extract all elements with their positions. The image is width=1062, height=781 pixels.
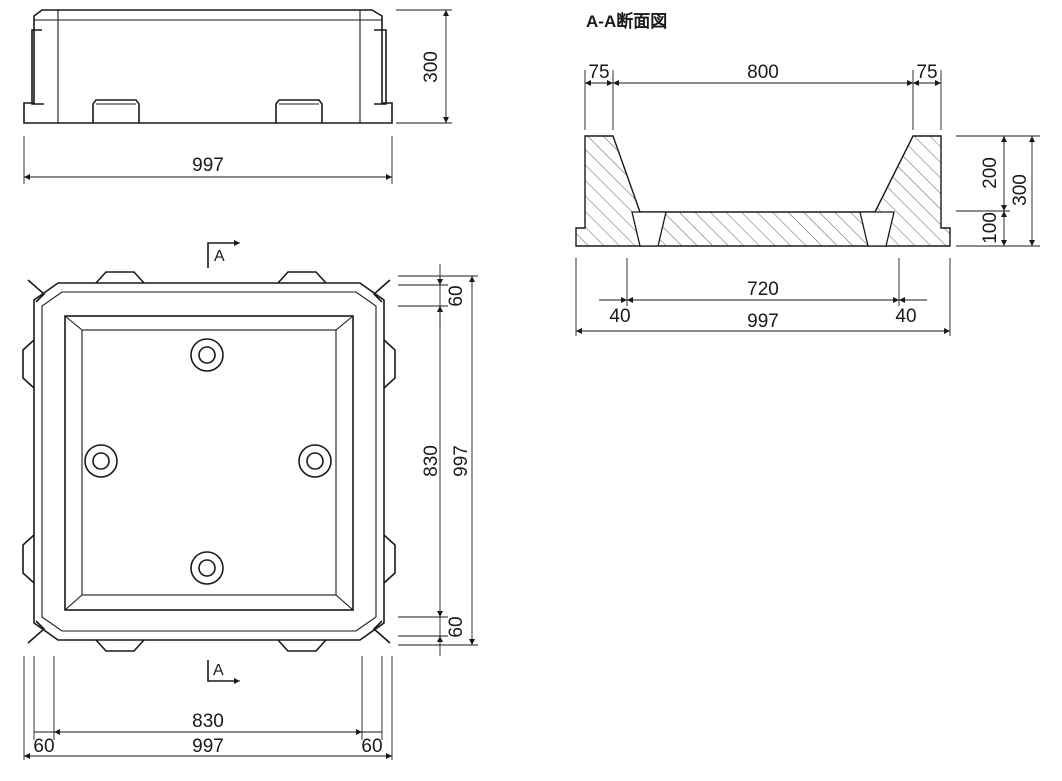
plan-right-edge-dim: 60 bbox=[361, 736, 382, 757]
front-lifting-hook-right bbox=[374, 29, 387, 105]
plan-lug-top-right bbox=[277, 271, 327, 284]
front-lifting-hook-left bbox=[31, 29, 44, 105]
plan-lug-bottom-right bbox=[277, 639, 327, 652]
sec-depth-upper-dim: 200 bbox=[980, 157, 1001, 189]
plan-rim-line bbox=[41, 291, 377, 632]
front-width-dim: 997 bbox=[192, 155, 224, 176]
plan-bottom-edge-dim: 60 bbox=[446, 616, 467, 637]
plan-inner-v-dim: 830 bbox=[421, 445, 442, 477]
plan-inner-opening bbox=[64, 315, 354, 611]
sec-depth-lower-dim: 100 bbox=[980, 212, 1001, 244]
front-foot-left bbox=[92, 99, 140, 123]
plan-inner-floor bbox=[81, 329, 337, 596]
plan-view: A A bbox=[22, 240, 478, 760]
plan-outer-outline bbox=[33, 282, 385, 641]
sec-bottom-total-dim: 997 bbox=[747, 311, 779, 332]
plan-hole-right bbox=[298, 444, 332, 478]
plan-lug-right-top bbox=[383, 339, 396, 389]
plan-lug-right-bottom bbox=[383, 534, 396, 584]
plan-total-h-dim: 997 bbox=[192, 736, 224, 757]
plan-hook-bottom-left bbox=[27, 620, 46, 644]
sec-total-height-dim: 300 bbox=[1010, 174, 1031, 206]
front-view: 300 997 bbox=[23, 9, 452, 184]
section-marker-bottom-label: A bbox=[213, 662, 224, 679]
plan-hook-top-right bbox=[372, 279, 391, 303]
front-height-dim: 300 bbox=[421, 51, 442, 83]
plan-lug-left-top bbox=[22, 339, 35, 389]
front-foot-right bbox=[275, 99, 323, 123]
plan-hook-top-left bbox=[27, 279, 46, 303]
sec-bottom-left-dim: 40 bbox=[609, 306, 630, 327]
plan-lug-bottom-left bbox=[95, 639, 145, 652]
sec-bottom-right-dim: 40 bbox=[895, 306, 916, 327]
plan-top-edge-dim: 60 bbox=[446, 285, 467, 306]
plan-bevel-tl bbox=[64, 315, 83, 331]
section-marker-top-label: A bbox=[214, 248, 225, 265]
plan-hole-left bbox=[84, 444, 118, 478]
section-view: A-A断面図 75 800 75 200 100 300 bbox=[575, 11, 1040, 336]
plan-lug-top-left bbox=[95, 271, 145, 284]
plan-bevel-bl bbox=[64, 594, 83, 611]
plan-hole-bottom bbox=[190, 551, 224, 585]
plan-inner-h-dim: 830 bbox=[192, 711, 224, 732]
sec-bottom-inner-dim: 720 bbox=[747, 279, 779, 300]
section-hatched-body bbox=[575, 135, 951, 247]
front-view-outline bbox=[23, 9, 393, 124]
plan-hook-bottom-right bbox=[372, 620, 391, 644]
plan-lug-left-bottom bbox=[22, 534, 35, 584]
plan-total-v-dim: 997 bbox=[451, 445, 472, 477]
section-title: A-A断面図 bbox=[586, 11, 667, 31]
plan-left-edge-dim: 60 bbox=[33, 736, 54, 757]
sec-right-top-dim: 75 bbox=[916, 62, 937, 83]
sec-left-top-dim: 75 bbox=[588, 62, 609, 83]
plan-bevel-tr bbox=[335, 315, 354, 331]
sec-inner-top-dim: 800 bbox=[747, 62, 779, 83]
plan-bevel-br bbox=[335, 594, 354, 611]
plan-hole-top bbox=[190, 338, 224, 372]
